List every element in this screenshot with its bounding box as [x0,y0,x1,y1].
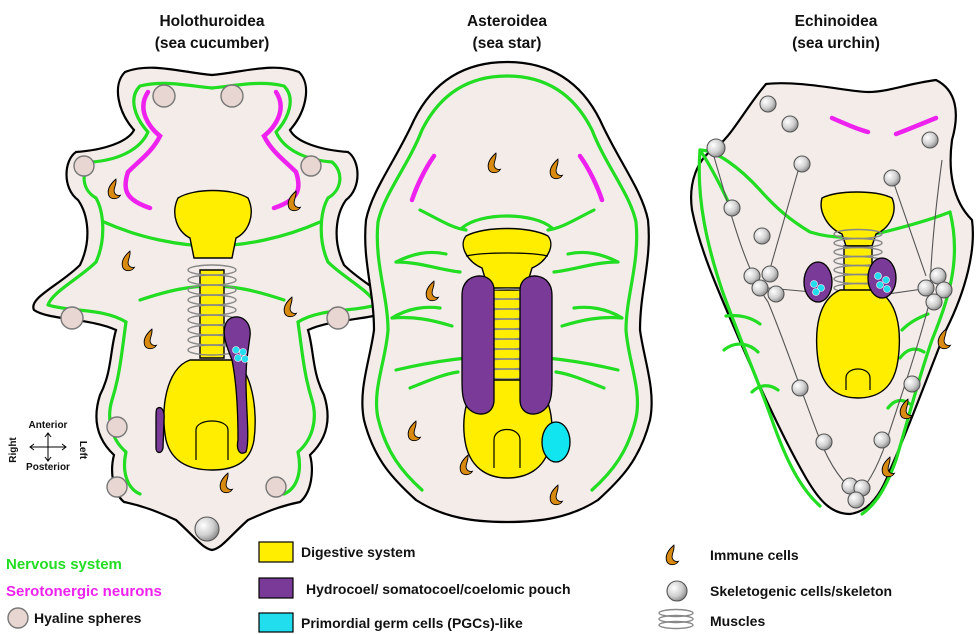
skeletogenic-cell [848,492,864,508]
sea-urchin-larva [691,80,973,514]
legend-pgc: Primordial germ cells (PGCs)-like [301,615,523,631]
skeletogenic-cell [918,280,934,296]
skeletogenic-cell [792,380,808,396]
sea-star-larva [362,62,651,522]
legend-skeletogenic: Skeletogenic cells/skeleton [710,583,892,599]
skeletogenic-cell [768,286,784,302]
skeletogenic-cell [760,96,776,112]
axis-right-label: Right [8,437,19,463]
legend-skeletogenic-icon [667,581,687,601]
hyaline-sphere [153,85,175,107]
hyaline-sphere [327,307,349,329]
legend-muscle-icon [659,610,693,629]
subtitle-asteroidea: (sea star) [473,35,542,52]
skeletogenic-cell [922,132,938,148]
sea-star-pgc [542,422,570,462]
skeletogenic-cell [904,376,920,392]
hyaline-sphere [107,477,127,497]
sea-urchin-intestine [817,290,900,398]
title-echinoidea: Echinoidea [795,13,878,30]
legend-nervous-system: Nervous system [6,556,122,573]
sea-urchin-left-pouch [804,262,832,302]
axis-left-label: Left [77,441,88,460]
sea-cucumber-larva [33,68,390,550]
skeletogenic-cell [762,266,778,282]
skeletogenic-cell [884,170,900,186]
legend-digestive-swatch [259,542,293,562]
legend-hydrocoel: Hydrocoel/ somatocoel/coelomic pouch [306,581,571,597]
subtitle-holothuroidea: (sea cucumber) [155,35,270,52]
skeletogenic-cell [794,156,810,172]
legend-pgc-swatch [259,613,293,632]
legend-hydrocoel-swatch [259,578,293,598]
sea-star-right-pouch [520,276,552,414]
title-holothuroidea: Holothuroidea [159,13,264,30]
sea-urchin-right-pouch [868,258,896,298]
legend-hyaline-swatch [8,608,28,628]
skeletogenic-cell [782,116,798,132]
hyaline-sphere [61,307,83,329]
legend-muscles: Muscles [710,613,765,629]
skeletogenic-cell [752,280,768,296]
axis-anterior-label: Anterior [29,420,68,431]
skeletogenic-cell [816,434,832,450]
hyaline-sphere [107,417,127,437]
legend-digestive-system: Digestive system [301,544,415,560]
skeletogenic-cell [874,432,890,448]
hyaline-sphere [74,156,94,176]
sea-star-left-pouch [462,276,494,414]
skeletogenic-cell [754,228,770,244]
hyaline-sphere [266,477,286,497]
orientation-axes: Anterior Posterior Right Left [8,420,88,473]
skeletogenic-cell [724,200,740,216]
subtitle-echinoidea: (sea urchin) [792,35,880,52]
skeletogenic-cell [195,517,219,541]
hyaline-sphere [301,156,321,176]
hyaline-sphere [221,85,243,107]
axis-posterior-label: Posterior [26,462,70,473]
legend-hyaline-spheres: Hyaline spheres [34,610,142,626]
legend: Nervous system Serotonergic neurons Hyal… [6,542,892,632]
legend-serotonergic-neurons: Serotonergic neurons [6,583,162,600]
legend-immune-icon [666,545,678,565]
skeletogenic-cell [707,139,725,157]
legend-immune-cells: Immune cells [710,547,799,563]
title-asteroidea: Asteroidea [467,13,547,30]
skeletogenic-cell [926,294,942,310]
